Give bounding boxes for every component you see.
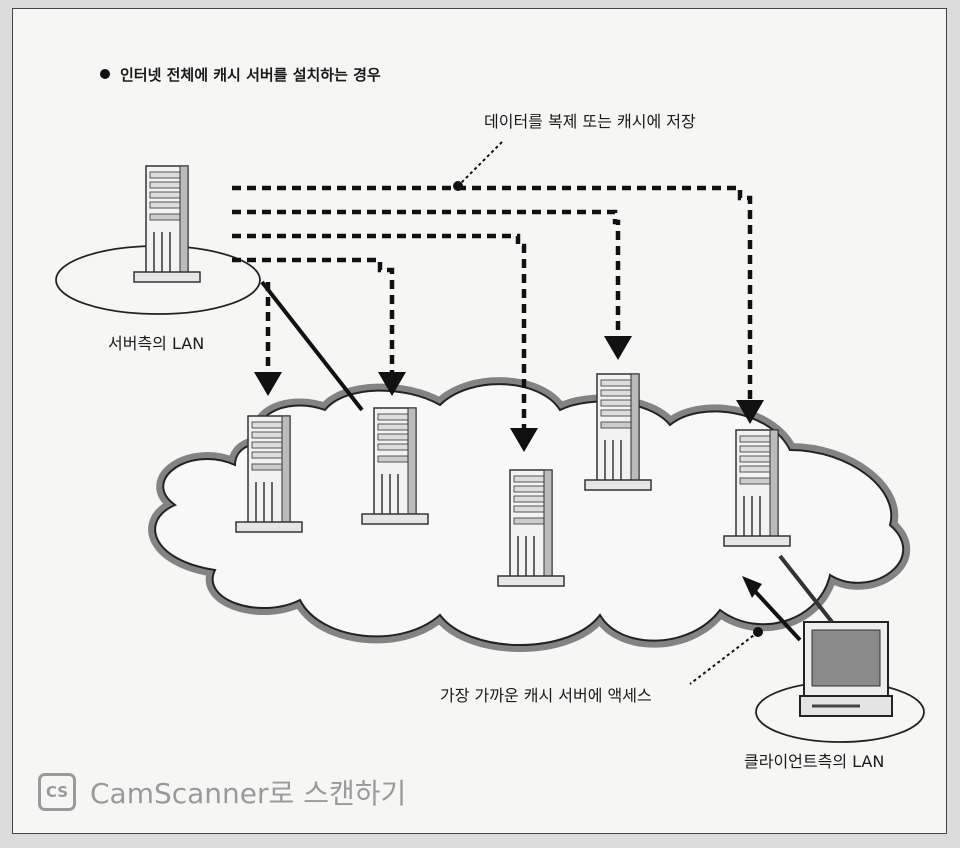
client-computer-icon bbox=[799, 621, 893, 717]
client-access-arrow bbox=[750, 586, 802, 642]
client-lan-label: 클라이언트측의 LAN bbox=[744, 752, 885, 771]
diagram-title-text: 인터넷 전체에 캐시 서버를 설치하는 경우 bbox=[120, 66, 381, 84]
replication-paths bbox=[232, 185, 753, 428]
server-lan-label: 서버측의 LAN bbox=[108, 334, 205, 353]
client-link bbox=[778, 554, 834, 624]
server-to-cloud-link bbox=[260, 280, 364, 412]
bullet-icon bbox=[100, 69, 110, 79]
arrow-heads bbox=[254, 336, 764, 452]
camscanner-watermark: CS CamScanner로 스캔하기 bbox=[38, 772, 406, 812]
access-note-label: 가장 가까운 캐시 서버에 액세스 bbox=[440, 686, 652, 705]
camscanner-logo-icon: CS bbox=[38, 773, 76, 811]
cache-note-pointer bbox=[457, 141, 503, 187]
diagram-title: 인터넷 전체에 캐시 서버를 설치하는 경우 bbox=[100, 64, 381, 85]
access-note-pointer bbox=[689, 631, 759, 685]
watermark-text: CamScanner로 스캔하기 bbox=[90, 777, 407, 810]
cache-note-label: 데이터를 복제 또는 캐시에 저장 bbox=[484, 112, 696, 131]
